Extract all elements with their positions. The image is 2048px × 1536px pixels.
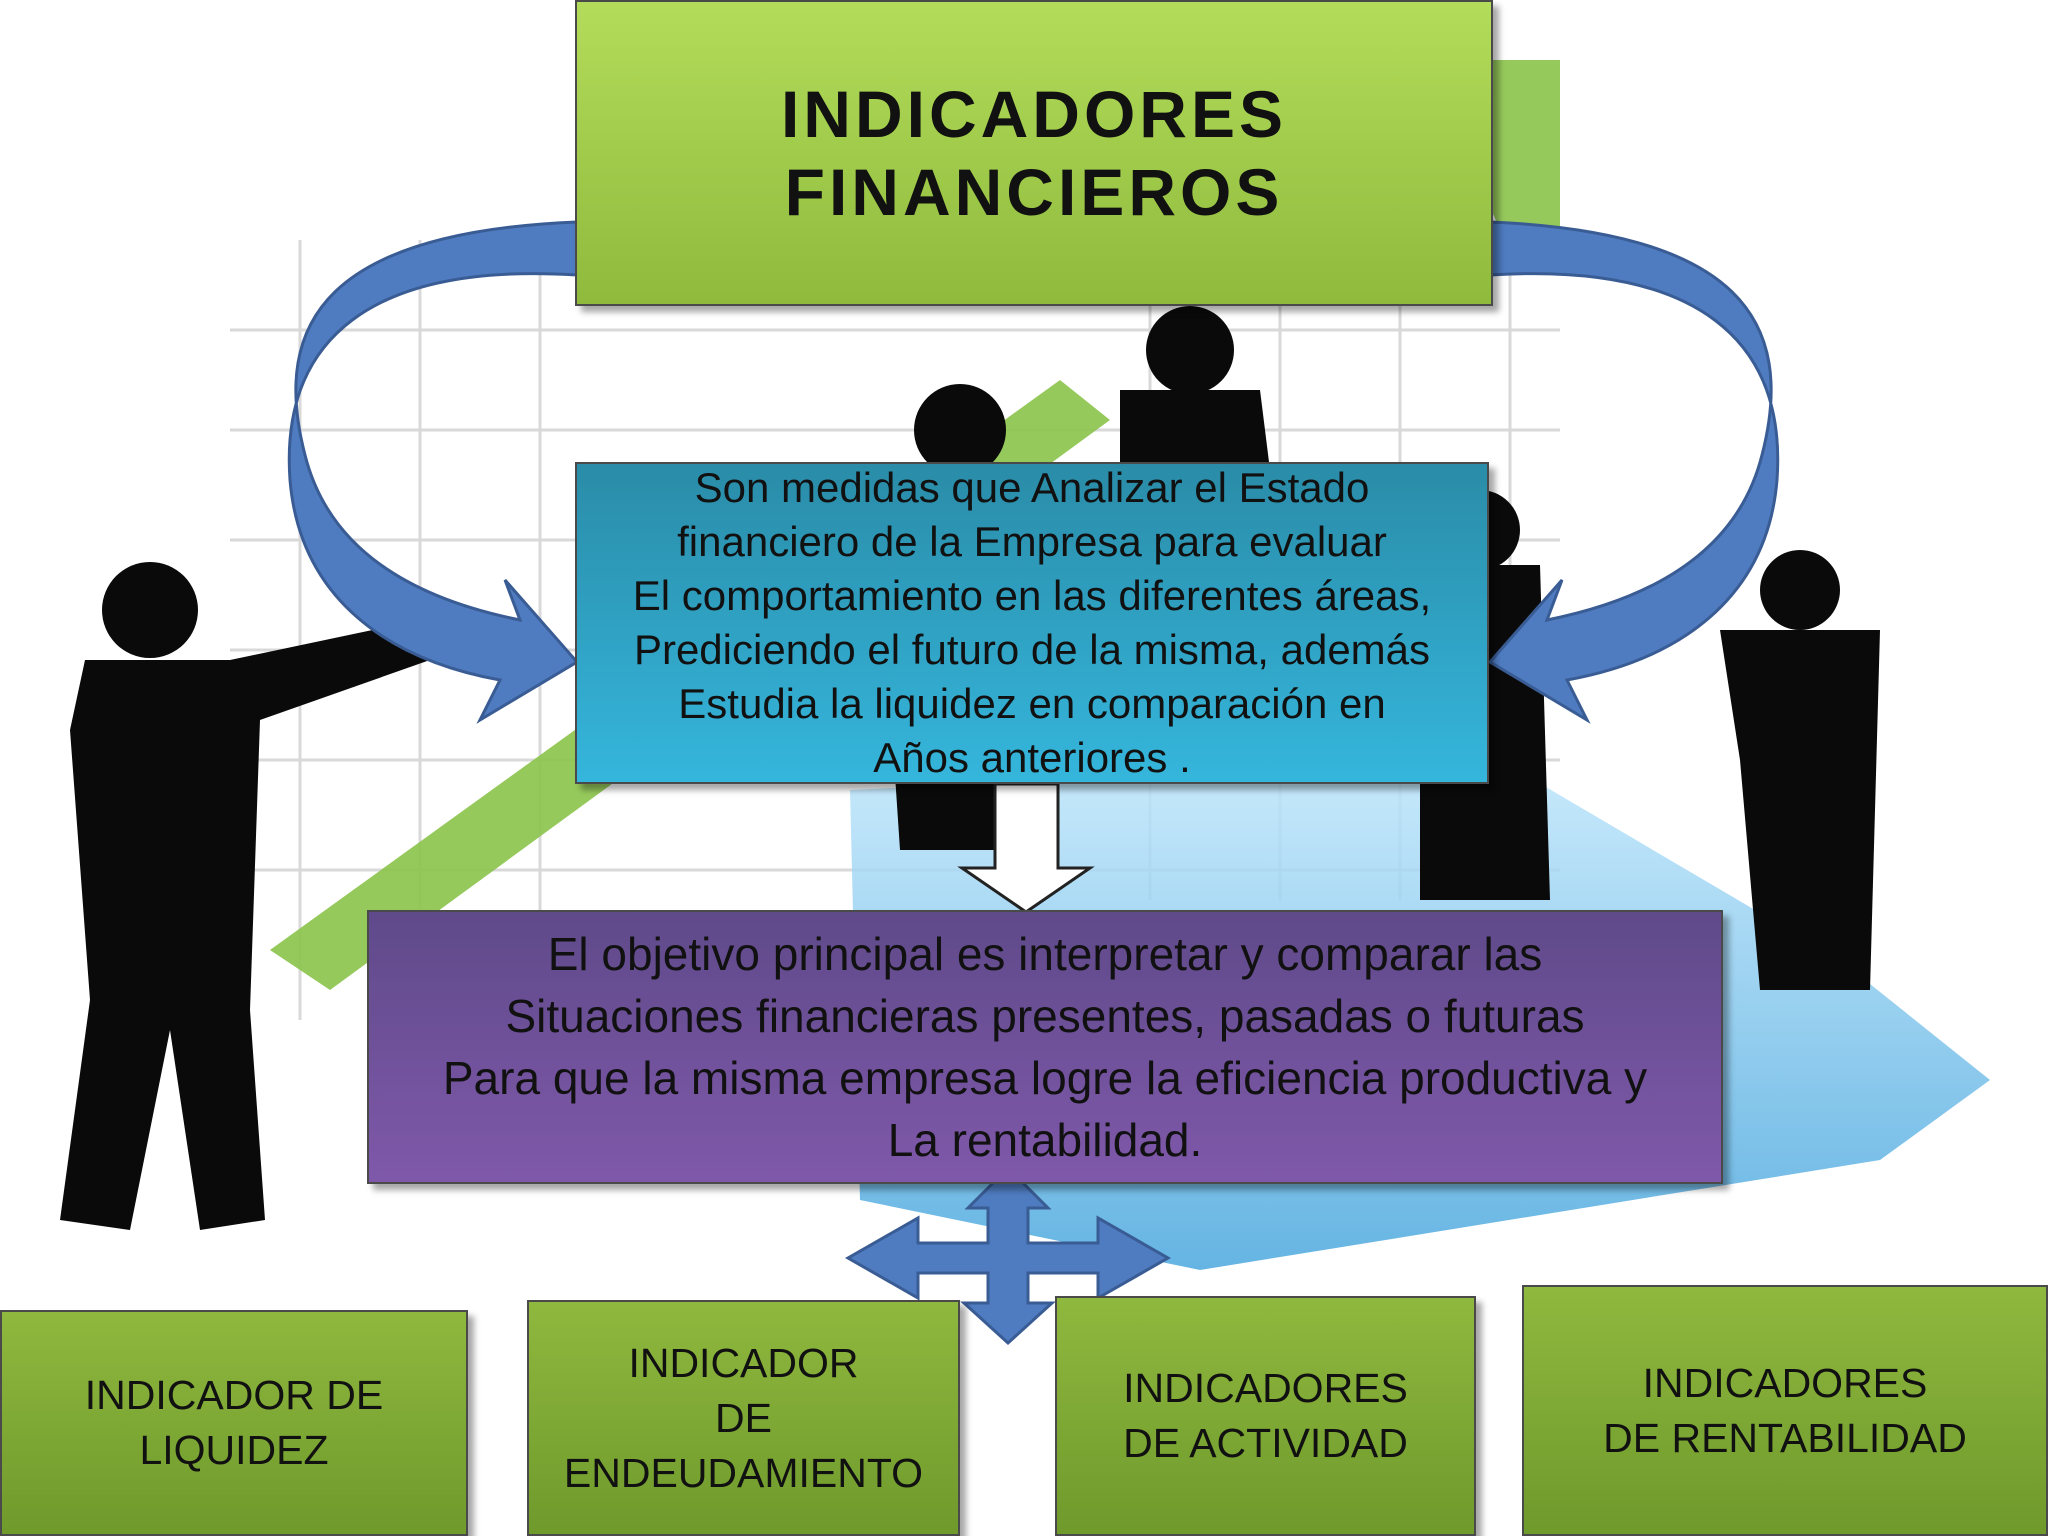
objective-box: El objetivo principal es interpretar y c… — [367, 910, 1723, 1184]
indicator-label: DE ACTIVIDAD — [1123, 1420, 1408, 1466]
objective-line: Situaciones financieras presentes, pasad… — [505, 990, 1585, 1042]
indicator-endeudamiento-box: INDICADOR DE ENDEUDAMIENTO — [527, 1300, 960, 1536]
indicator-label: INDICADOR DE — [84, 1372, 384, 1418]
indicator-rentabilidad-box: INDICADORES DE RENTABILIDAD — [1522, 1285, 2048, 1536]
indicator-label: DE — [715, 1394, 772, 1441]
definition-box: Son medidas que Analizar el Estado finan… — [575, 462, 1489, 784]
definition-line: financiero de la Empresa para evaluar — [677, 518, 1387, 565]
title-line-1: INDICADORES — [780, 77, 1288, 151]
indicator-liquidez-box: INDICADOR DE LIQUIDEZ — [0, 1310, 468, 1536]
title-line-2: FINANCIEROS — [784, 155, 1284, 229]
indicator-actividad-box: INDICADORES DE ACTIVIDAD — [1055, 1296, 1476, 1536]
objective-line: El objetivo principal es interpretar y c… — [547, 928, 1543, 980]
definition-line: Años anteriores . — [873, 734, 1191, 781]
title-box: INDICADORES FINANCIEROS — [575, 0, 1493, 306]
definition-line: Son medidas que Analizar el Estado — [694, 464, 1370, 511]
definition-line: Estudia la liquidez en comparación en — [678, 680, 1386, 727]
objective-line: Para que la misma empresa logre la efici… — [442, 1052, 1648, 1104]
indicator-label: INDICADORES — [1123, 1365, 1408, 1411]
indicator-label: INDICADOR — [628, 1339, 859, 1386]
indicator-label: INDICADORES — [1642, 1359, 1928, 1406]
definition-line: Prediciendo el futuro de la misma, ademá… — [633, 626, 1431, 673]
indicator-label: ENDEUDAMIENTO — [563, 1449, 924, 1496]
indicator-label: DE RENTABILIDAD — [1603, 1414, 1967, 1461]
definition-line: El comportamiento en las diferentes área… — [632, 572, 1432, 619]
indicator-label: LIQUIDEZ — [139, 1427, 329, 1473]
objective-line: La rentabilidad. — [887, 1114, 1203, 1166]
